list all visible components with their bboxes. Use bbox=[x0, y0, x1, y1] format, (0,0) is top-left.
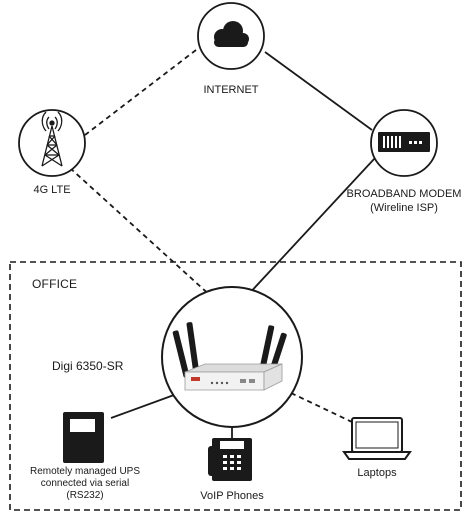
modem-label-line1: BROADBAND MODEM bbox=[346, 188, 462, 200]
modem-icon bbox=[378, 132, 430, 152]
link-lte-router bbox=[69, 167, 214, 299]
ups-label-line3: (RS232) bbox=[66, 490, 104, 501]
link-modem-router bbox=[245, 157, 376, 298]
laptop-label: Laptops bbox=[357, 467, 397, 479]
link-internet-lte bbox=[84, 49, 197, 136]
office-boundary bbox=[9, 261, 462, 511]
link-router-laptop bbox=[290, 392, 353, 423]
phone-label: VoIP Phones bbox=[200, 490, 264, 502]
voip-phone-icon bbox=[208, 438, 252, 481]
laptop-icon bbox=[342, 417, 412, 460]
link-internet-modem bbox=[264, 51, 373, 131]
cloud-icon bbox=[214, 21, 249, 47]
router-label: Digi 6350-SR bbox=[52, 359, 124, 373]
internet-label: INTERNET bbox=[203, 84, 259, 96]
modem-node bbox=[370, 109, 438, 177]
ups-icon bbox=[63, 412, 104, 463]
lte-node bbox=[18, 109, 86, 177]
modem-label-line2: (Wireline ISP) bbox=[370, 202, 438, 214]
router-icon bbox=[172, 322, 287, 391]
router-node bbox=[161, 286, 303, 428]
lte-label: 4G LTE bbox=[33, 184, 71, 196]
ups-label-line1: Remotely managed UPS bbox=[29, 466, 141, 477]
office-label: OFFICE bbox=[32, 277, 78, 291]
ups-label-line2: connected via serial bbox=[40, 478, 130, 489]
link-router-ups bbox=[110, 394, 175, 419]
cell-tower-icon bbox=[41, 111, 63, 167]
internet-node bbox=[197, 2, 265, 70]
